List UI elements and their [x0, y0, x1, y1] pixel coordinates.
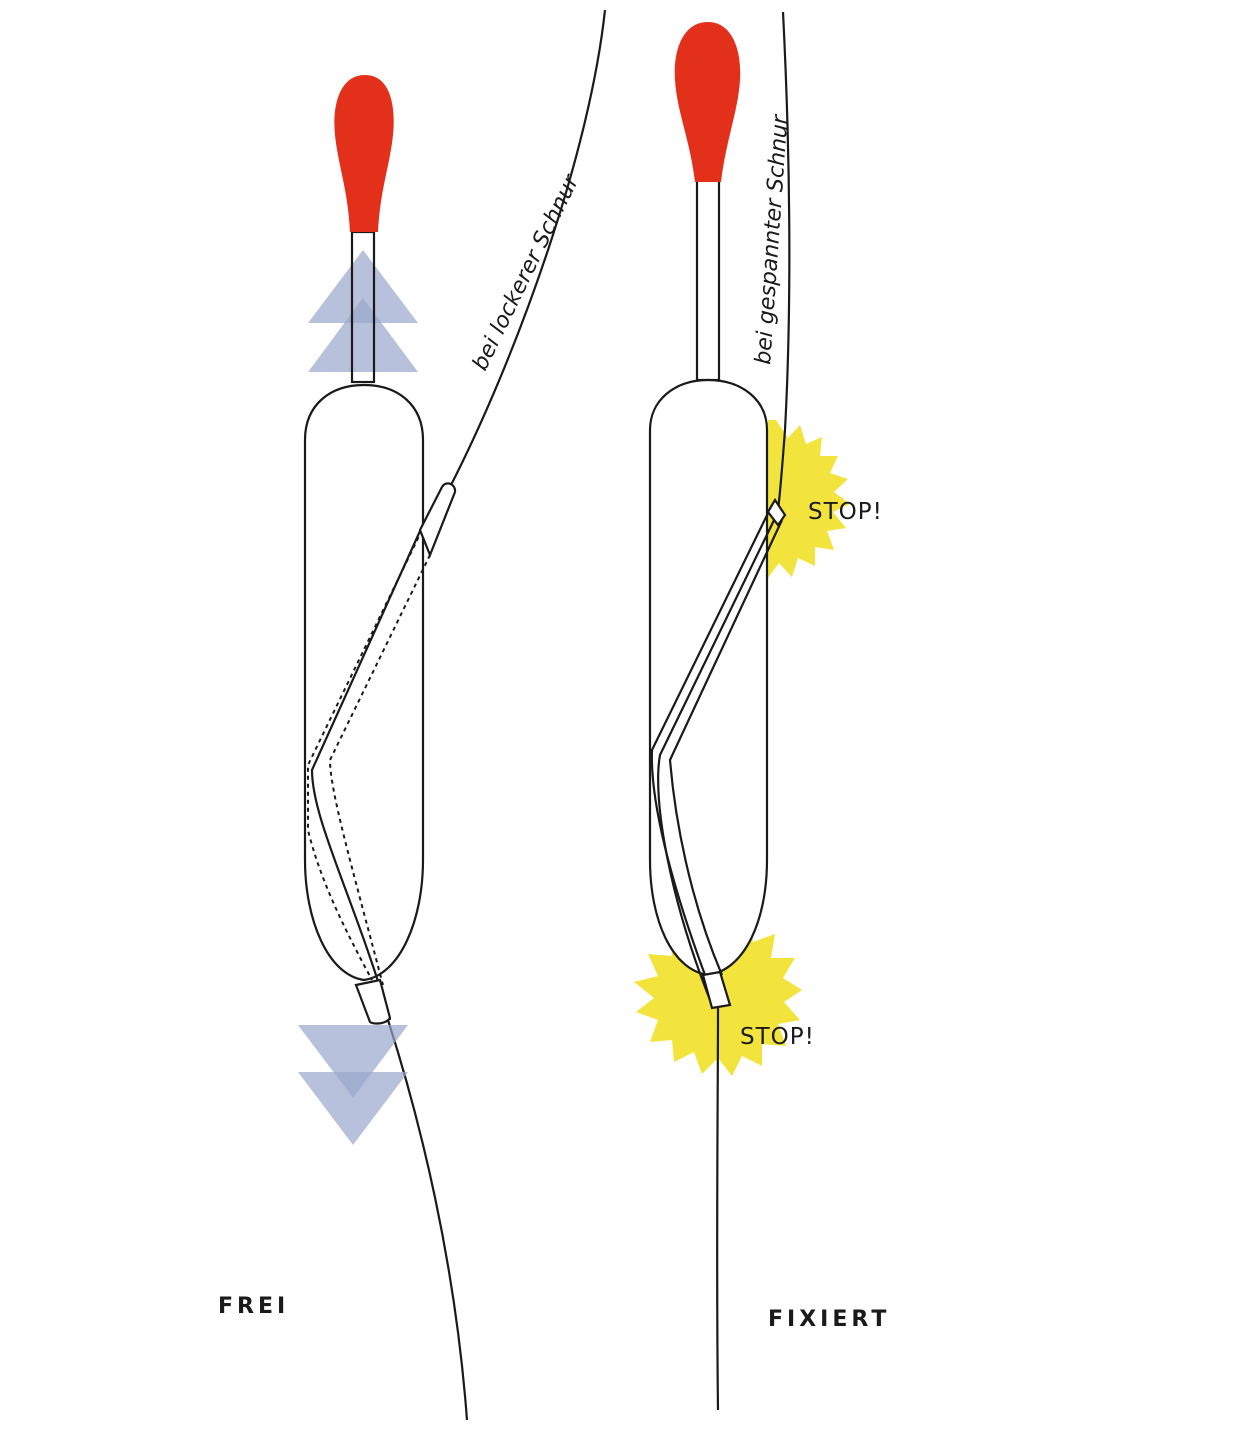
right-line-label: bei gespannter Schnur: [751, 112, 794, 365]
stop-top-label: STOP!: [808, 499, 883, 525]
left-antenna-tip: [334, 75, 394, 232]
left-top-tube: [418, 482, 457, 558]
left-float: bei lockerer Schnur FREI: [218, 9, 607, 1421]
left-fishing-line: [449, 9, 607, 488]
right-inner-line: [657, 511, 779, 1006]
left-inner-dotted-channel-2: [328, 554, 431, 986]
right-mode-label: FIXIERT: [768, 1307, 890, 1332]
right-inner-channel-2: [668, 519, 783, 976]
down-arrows-icon: [298, 1025, 408, 1145]
left-inner-line: [310, 519, 427, 1021]
left-antenna: [350, 230, 376, 384]
right-float: bei gespannter Schnur STOP! STOP! FIXIER…: [634, 11, 890, 1411]
stop-bottom-label: STOP!: [740, 1024, 815, 1050]
left-line-label: bei lockerer Schnur: [468, 169, 585, 374]
left-fishing-line-lower: [386, 1019, 469, 1421]
right-antenna-tip: [674, 22, 741, 182]
right-fishing-line-lower: [716, 1007, 720, 1411]
right-top-tube: [766, 497, 787, 527]
right-bottom-tube: [701, 970, 732, 1010]
right-antenna: [695, 178, 721, 382]
stop-top-burst-icon: [768, 420, 850, 578]
left-bottom-tube: [354, 978, 392, 1025]
up-arrows-icon: [308, 250, 418, 372]
left-float-body: [303, 383, 425, 982]
left-inner-dotted-channel: [307, 529, 423, 981]
left-mode-label: FREI: [218, 1294, 289, 1319]
right-fishing-line: [776, 11, 791, 511]
